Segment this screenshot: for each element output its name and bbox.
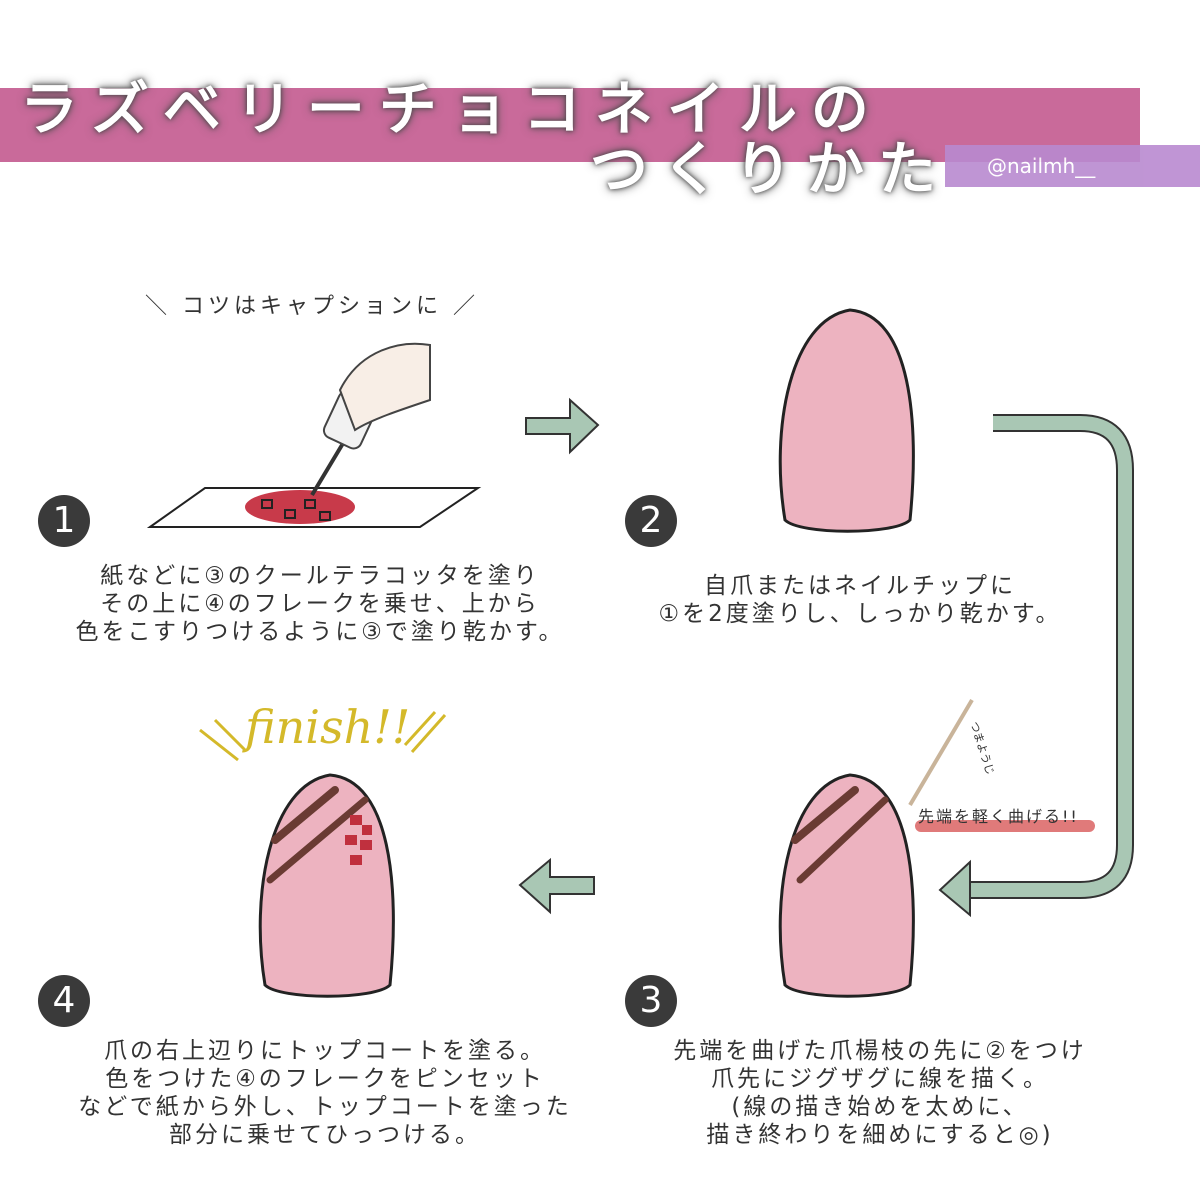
tip-note: ＼ コツはキャプションに ／ bbox=[145, 294, 479, 319]
finish-label: finish!! bbox=[245, 700, 411, 754]
step-3-number: 3 bbox=[625, 975, 677, 1027]
step-4-number: 4 bbox=[38, 975, 90, 1027]
step-1-caption: 紙などに③のクールテラコッタを塗り その上に④のフレークを乗せ、上から 色をこす… bbox=[75, 563, 565, 645]
flakes bbox=[261, 499, 331, 521]
brush bbox=[310, 438, 347, 497]
title-line-2: つくりかた bbox=[590, 135, 951, 203]
step-2-number: 2 bbox=[625, 495, 677, 547]
step-2-caption: 自爪またはネイルチップに ①を2度塗りし、しっかり乾かす。 bbox=[658, 573, 1062, 627]
flake-cluster bbox=[345, 815, 372, 865]
title-line-1: ラズベリーチョコネイルの bbox=[20, 75, 883, 143]
bend-highlight bbox=[915, 820, 1095, 832]
hand bbox=[338, 342, 431, 432]
author-handle: @nailmh__ bbox=[945, 145, 1200, 187]
bend-tip-label: 先端を軽く曲げる!! bbox=[918, 807, 1079, 826]
step-4-caption: 爪の右上辺りにトップコートを塗る。 色をつけた④のフレークをピンセット などで紙… bbox=[78, 1038, 572, 1148]
step-1-number: 1 bbox=[38, 495, 90, 547]
step-3-caption: 先端を曲げた爪楊枝の先に②をつけ 爪先にジグザグに線を描く。 (線の描き始めを太… bbox=[673, 1038, 1087, 1148]
finish-sparkle-right bbox=[403, 710, 447, 753]
finish-sparkle-left bbox=[199, 718, 247, 762]
arrow-right bbox=[525, 397, 600, 455]
toothpick bbox=[908, 698, 974, 807]
chocolate-lines bbox=[266, 786, 889, 884]
paint-smear bbox=[245, 490, 355, 524]
nail-step2 bbox=[778, 308, 915, 533]
arrow-left bbox=[518, 857, 595, 915]
nail-step3 bbox=[778, 773, 915, 998]
nail-step4 bbox=[258, 773, 395, 998]
